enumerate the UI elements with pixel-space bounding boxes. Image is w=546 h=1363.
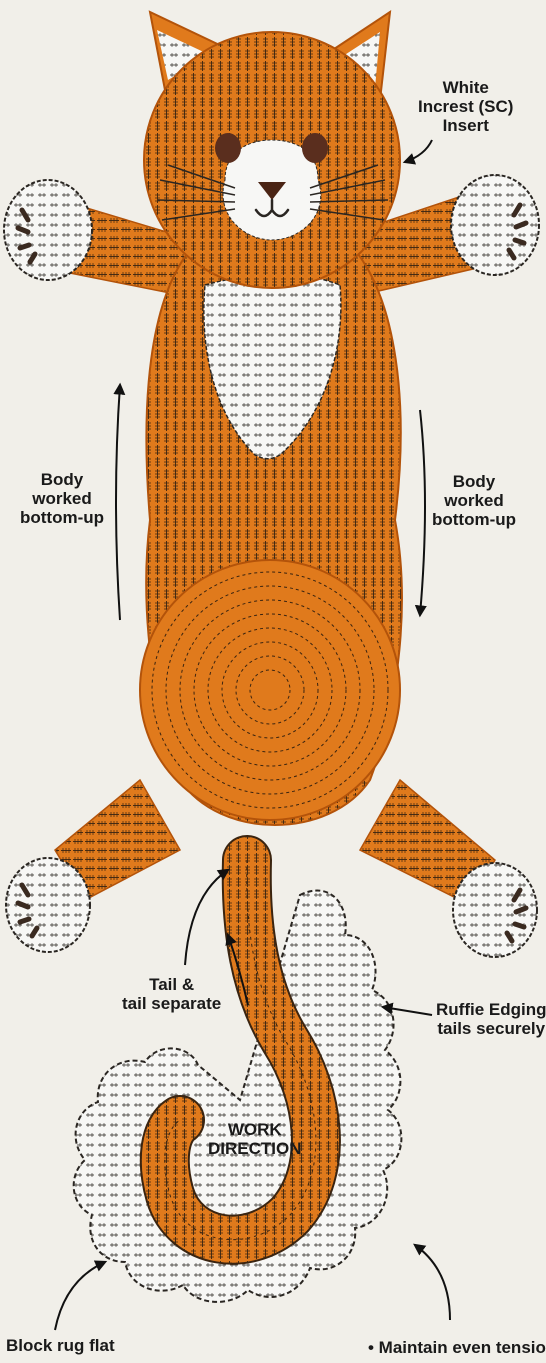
eye-left: [215, 133, 241, 163]
arrow-white-insert: [405, 140, 432, 162]
label-body-left: Body worked bottom-up: [20, 470, 104, 527]
arrow-body-left: [116, 385, 120, 620]
label-body-right: Body worked bottom-up: [432, 472, 516, 529]
label-white-insert: White Increst (SC) Insert: [418, 78, 513, 135]
hip-round: [140, 560, 400, 820]
label-tail: Tail & tail separate: [122, 975, 221, 1013]
label-line: Ruffie Edging: [436, 1000, 546, 1019]
label-line: Body: [432, 472, 516, 491]
arrow-block: [55, 1262, 105, 1330]
paw-front-right: [451, 175, 539, 275]
label-line: bottom-up: [20, 508, 104, 527]
label-line: worked: [20, 489, 104, 508]
label-line: White: [418, 78, 513, 97]
label-line: DIRECTION: [208, 1139, 302, 1158]
label-line: tails securely: [436, 1019, 546, 1038]
arrow-body-right: [420, 410, 425, 615]
label-line: tail separate: [122, 994, 221, 1013]
label-line: Increst (SC): [418, 97, 513, 116]
arrow-tail-1: [185, 870, 228, 965]
label-line: Body: [20, 470, 104, 489]
arrow-maintain: [415, 1245, 450, 1320]
head: [144, 32, 400, 288]
paw-back-left: [6, 858, 90, 952]
label-maintain-tension: • Maintain even tensio: [368, 1338, 546, 1357]
eye-right: [302, 133, 328, 163]
label-line: Tail &: [122, 975, 221, 994]
label-line: worked: [432, 491, 516, 510]
label-ruffle-edging: Ruffie Edging tails securely: [436, 1000, 546, 1038]
label-line: WORK: [208, 1120, 302, 1139]
paw-front-left: [4, 180, 92, 280]
label-line: Insert: [418, 116, 513, 135]
paw-back-right: [453, 863, 537, 957]
label-work-direction: WORK DIRECTION: [208, 1120, 302, 1158]
label-block-rug-flat: Block rug flat: [6, 1336, 115, 1355]
label-line: bottom-up: [432, 510, 516, 529]
